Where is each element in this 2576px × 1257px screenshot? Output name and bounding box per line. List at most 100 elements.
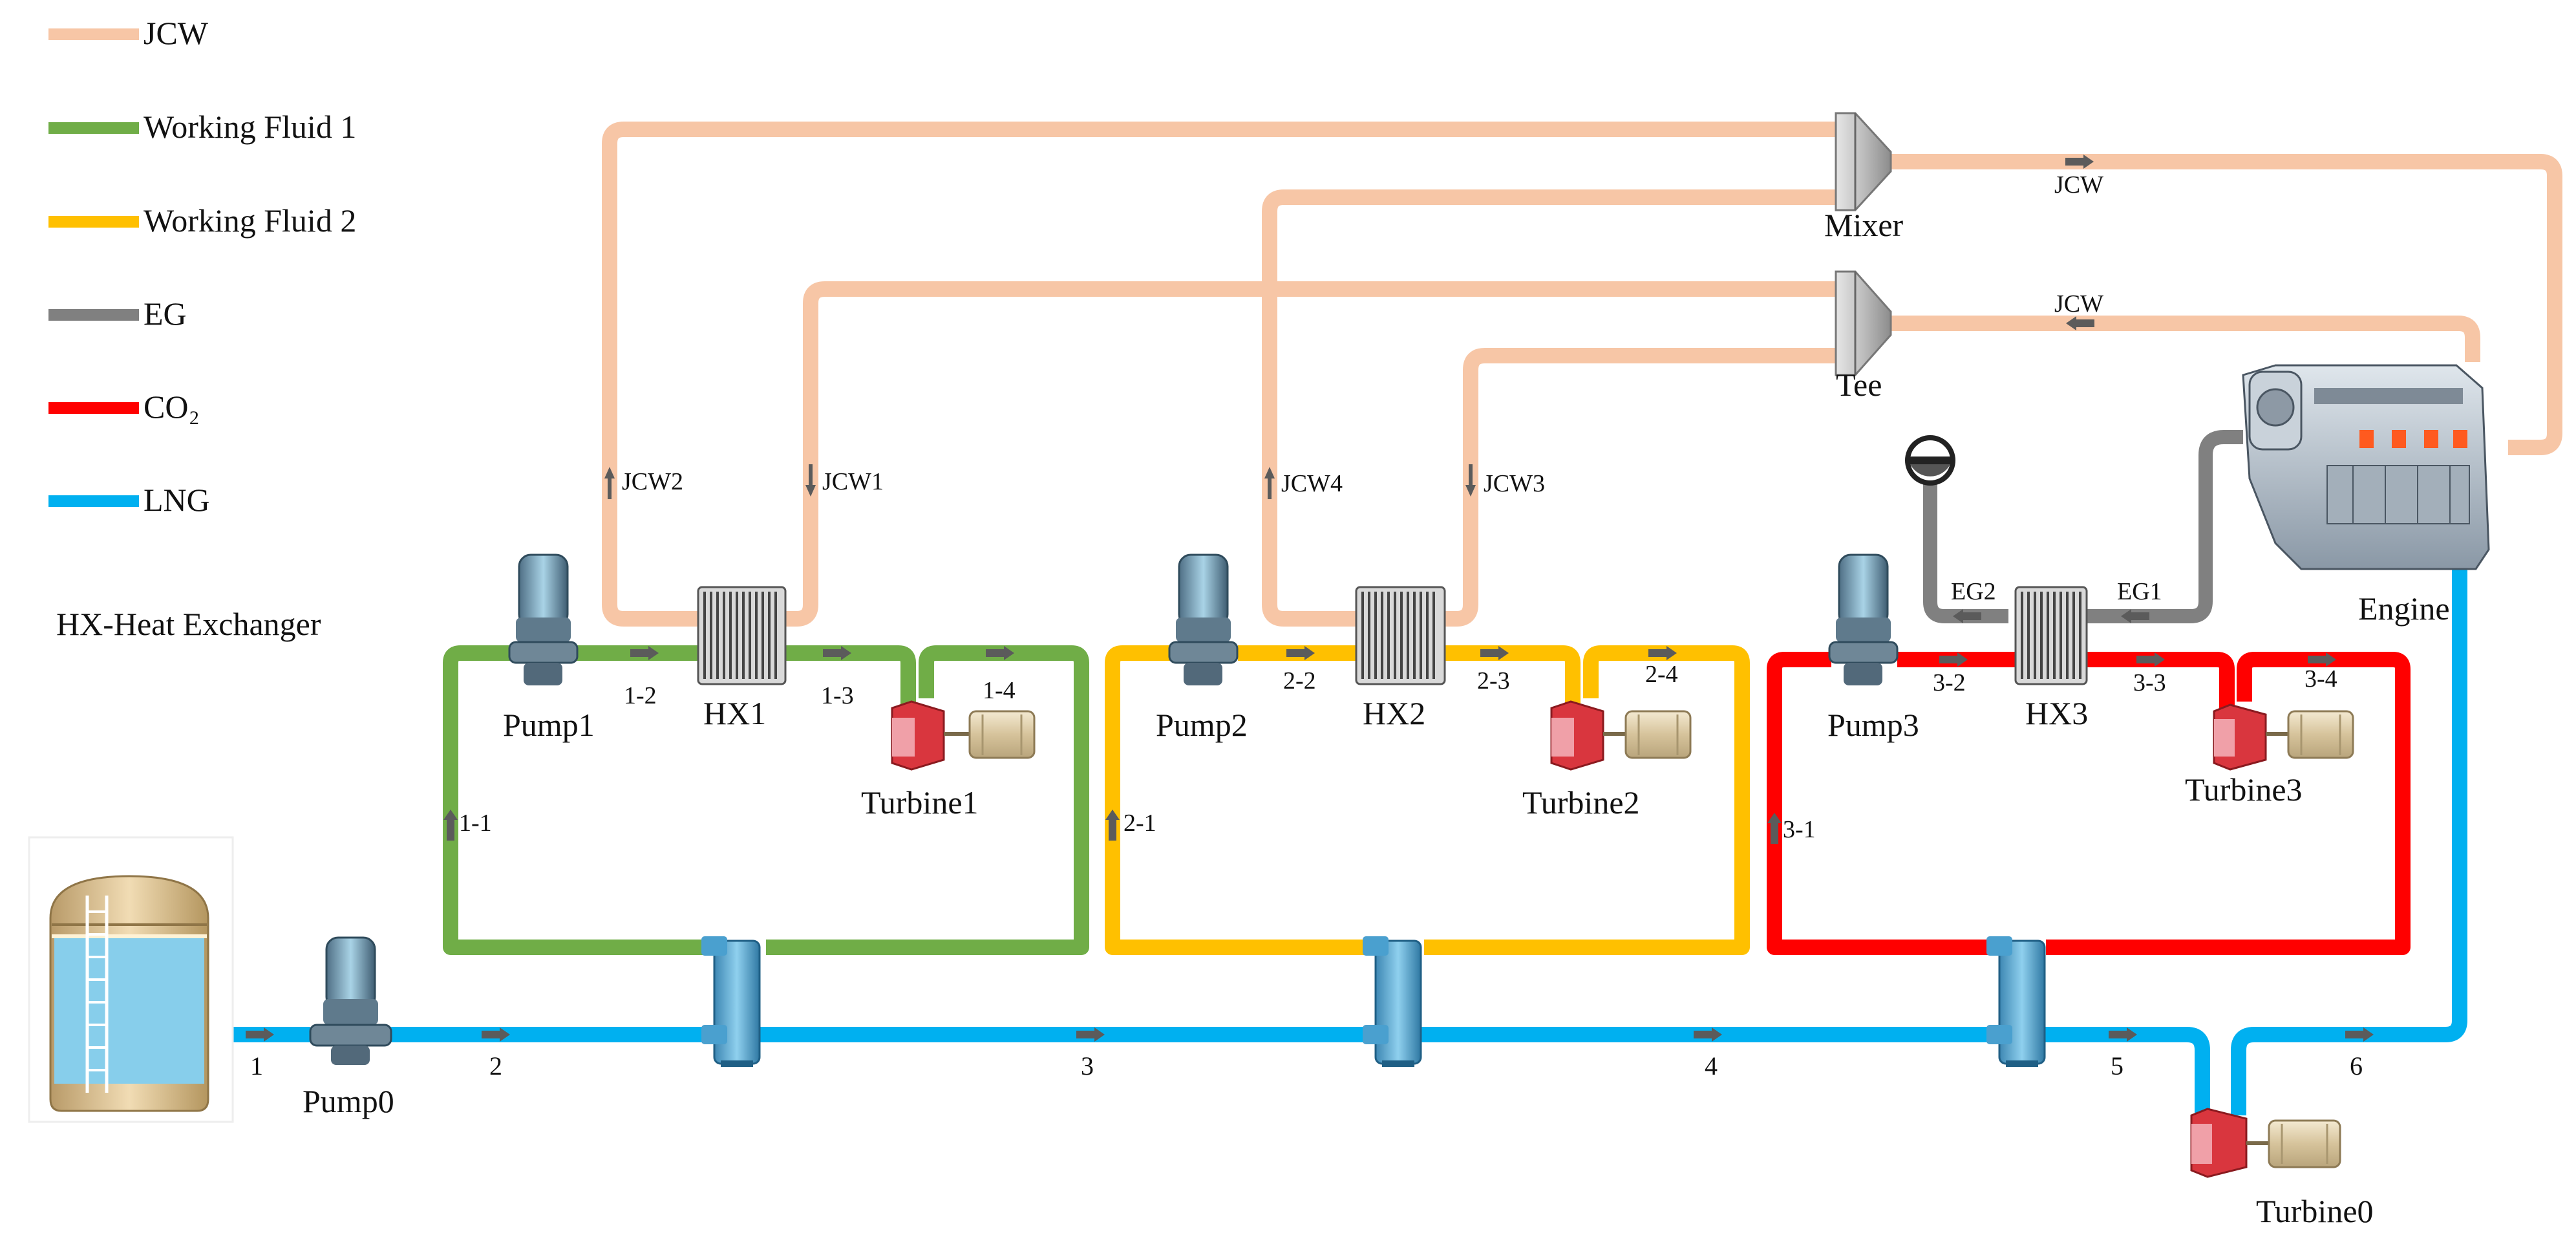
pump3-label: Pump3 [1827, 707, 1919, 743]
flow-arrow-icon [986, 646, 1014, 660]
flow-arrow-icon [1286, 646, 1315, 660]
pump0-label: Pump0 [303, 1083, 394, 1119]
stream-label: 1 [250, 1051, 263, 1080]
exhaust-valve-icon [1905, 435, 1955, 486]
legend-item-working-fluid-1: Working Fluid 1 [48, 109, 356, 145]
stream-label: JCW2 [622, 468, 683, 495]
flow-arrow-icon [1076, 1027, 1105, 1042]
stream-label: 2 [489, 1051, 502, 1080]
engine-icon [2242, 364, 2490, 570]
mixer-label: Mixer [1824, 207, 1904, 243]
turbine3-label: Turbine3 [2185, 771, 2303, 808]
working-fluid-1-loop [443, 645, 1089, 955]
lng-heat-exchanger-2-icon [1363, 936, 1422, 1067]
stream-label: 1-2 [624, 682, 657, 709]
tee-icon [1835, 270, 1892, 376]
working-fluid-2-loop [1105, 645, 1750, 955]
component-labels: Pump0 Pump1 Pump2 Pump3 HX1 HX2 HX3 Turb… [303, 207, 2450, 1229]
tee-label: Tee [1836, 367, 1882, 403]
legend-label: Working Fluid 2 [144, 202, 356, 239]
stream-label: EG2 [1951, 578, 1996, 605]
stream-label: 5 [2111, 1051, 2124, 1080]
mixer-icon [1835, 112, 1892, 211]
stream-label: 2-2 [1283, 667, 1316, 694]
legend-item-eg: EG [48, 295, 187, 332]
hx2-label: HX2 [1363, 695, 1425, 731]
stream-label: 3 [1081, 1051, 1094, 1080]
stream-label: EG1 [2117, 578, 2162, 605]
flow-arrow-icon [1694, 1027, 1722, 1042]
pump3-icon [1828, 553, 1899, 685]
turbine2-label: Turbine2 [1522, 784, 1640, 821]
stream-label: 2-4 [1645, 661, 1678, 688]
flow-arrow-icon [2109, 1027, 2137, 1042]
flow-arrow-icon [1953, 609, 1981, 623]
lng-heat-exchanger-3-icon [1986, 936, 2046, 1067]
flow-arrow-icon [2136, 652, 2165, 667]
stream-label: 3-3 [2133, 669, 2166, 696]
stream-label: 1-3 [821, 682, 854, 709]
legend-label: EG [144, 295, 187, 332]
generator2-icon [1603, 710, 1692, 759]
legend-item-co2: CO₂ [48, 389, 200, 425]
flow-arrow-icon [823, 646, 851, 660]
pump2-label: Pump2 [1156, 707, 1248, 743]
stream-label: JCW [2054, 171, 2103, 199]
flow-arrow-icon [1105, 810, 1120, 841]
legend: JCW Working Fluid 1 Working Fluid 2 EG C… [48, 15, 356, 642]
stream-label: 1-4 [983, 677, 1016, 704]
lng-heat-exchanger-1-icon [701, 936, 761, 1067]
stream-label: JCW4 [1281, 470, 1343, 497]
legend-label: Working Fluid 1 [144, 109, 356, 145]
legend-label: LNG [144, 482, 210, 518]
stream-labels: 1 2 3 4 5 6 1-1 1-2 1-3 1-4 2-1 2-2 2-3 … [250, 171, 2363, 1080]
flow-arrow-icon [482, 1027, 510, 1042]
flow-arrow-icon [1264, 467, 1275, 499]
flow-arrow-icon [630, 646, 659, 660]
legend-label: JCW [144, 15, 209, 51]
generator1-icon [944, 710, 1036, 759]
legend-item-lng: LNG [48, 482, 210, 518]
flow-arrows [246, 155, 2374, 1042]
pump0-icon [309, 936, 392, 1065]
stream-label: 3-4 [2305, 665, 2337, 693]
stream-label: 3-2 [1933, 669, 1966, 696]
hx3-icon [2014, 586, 2088, 685]
flow-arrow-icon [2065, 155, 2094, 169]
flow-arrow-icon [805, 464, 816, 497]
stream-label: 2-1 [1123, 810, 1156, 837]
generator0-icon [2246, 1119, 2341, 1168]
flow-arrow-icon [1767, 813, 1782, 844]
turbine1-icon [891, 700, 945, 771]
stream-label: JCW [2054, 290, 2103, 317]
flow-arrow-icon [2345, 1027, 2374, 1042]
legend-item-working-fluid-2: Working Fluid 2 [48, 202, 356, 239]
flow-arrow-icon [604, 467, 615, 499]
stream-label: 1-1 [459, 810, 492, 837]
turbine1-label: Turbine1 [861, 784, 979, 821]
flow-arrow-icon [246, 1027, 274, 1042]
legend-label: CO₂ [144, 389, 200, 425]
pump1-icon [508, 553, 579, 685]
stream-label: 2-3 [1477, 667, 1510, 694]
stream-label: 6 [2350, 1051, 2363, 1080]
flow-arrow-icon [2066, 316, 2094, 330]
jcw-pipes [602, 122, 2562, 627]
hx2-icon [1355, 586, 1446, 685]
hx3-label: HX3 [2025, 695, 2088, 731]
legend-note: HX-Heat Exchanger [56, 606, 321, 642]
lng-tank-icon [28, 836, 234, 1123]
flow-arrow-icon [1480, 646, 1509, 660]
turbine0-icon [2190, 1108, 2248, 1178]
flow-arrow-icon [2121, 609, 2149, 623]
flow-arrow-icon [1465, 464, 1476, 497]
hx1-icon [697, 586, 787, 685]
hx1-label: HX1 [703, 695, 766, 731]
flow-arrow-icon [1939, 652, 1968, 667]
flow-arrow-icon [443, 810, 458, 841]
pump1-label: Pump1 [503, 707, 595, 743]
stream-label: 3-1 [1783, 816, 1816, 843]
turbine0-label: Turbine0 [2256, 1193, 2374, 1229]
co2-loop [1767, 652, 2411, 955]
